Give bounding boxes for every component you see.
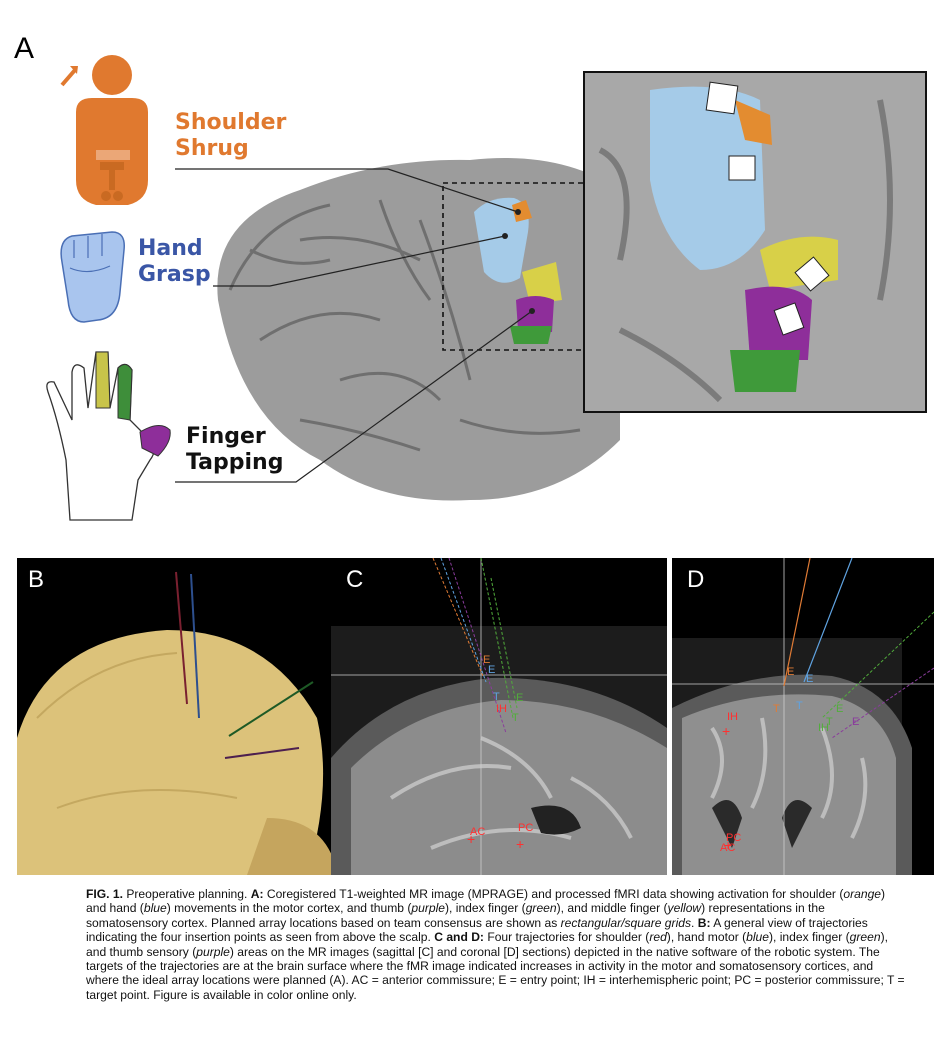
c-ih-marker: IH <box>496 703 507 715</box>
svg-text:+: + <box>516 836 524 852</box>
caption-b-label: B: <box>697 915 711 930</box>
c-entry-orange: E <box>483 654 491 666</box>
d-pc-label: PC <box>726 832 742 844</box>
caption-text-cd2: ), hand motor ( <box>666 930 747 945</box>
d-entry-purple: E <box>852 716 860 728</box>
hand-label-line1: Hand <box>138 236 203 261</box>
figure-caption: FIG. 1. Preoperative planning. A: Coregi… <box>86 887 906 1002</box>
svg-text:+: + <box>724 837 732 853</box>
caption-text-cd1: Four trajectories for shoulder ( <box>483 930 650 945</box>
hand-label-line2: Grasp <box>138 262 211 287</box>
caption-text-a4: ), index finger ( <box>445 901 526 916</box>
finger-label-line2: Tapping <box>186 450 284 475</box>
brain-surface <box>217 158 621 501</box>
caption-green: green <box>525 901 557 916</box>
shoulder-label-line1: Shoulder <box>175 110 287 135</box>
finger-tapping-hand-icon <box>46 351 171 521</box>
caption-yellow: yellow <box>667 901 702 916</box>
d-ac-label: AC <box>720 842 736 854</box>
hand-grasp-label: Hand Grasp <box>138 236 211 288</box>
caption-text-a5: ), and middle finger ( <box>556 901 668 916</box>
d-ih-green: IH <box>818 722 829 734</box>
panel-c-letter: C <box>346 566 364 593</box>
panel-a-letter: A <box>14 32 35 65</box>
d-target-blue: T <box>796 700 803 712</box>
panel-d-letter: D <box>687 566 705 593</box>
caption-text-cd5: ) areas on the MR images (sagittal [C] a… <box>86 944 905 1002</box>
caption-text-a2: ) and hand ( <box>86 887 886 916</box>
svg-text:+: + <box>467 831 475 847</box>
caption-text-a6: ) representations in the somatosensory c… <box>86 901 825 930</box>
caption-blue: blue <box>143 901 167 916</box>
caption-orange: orange <box>843 887 882 901</box>
panel-b-letter: B <box>28 566 45 593</box>
caption-text-cd4: ), and thumb sensory ( <box>86 930 888 959</box>
d-entry-blue: E <box>806 673 814 685</box>
caption-a-label: A: <box>250 887 264 901</box>
caption-text-s1: Preoperative planning. <box>122 887 251 901</box>
c-target-green: T <box>512 712 519 724</box>
panel-a-illustration <box>46 55 927 521</box>
caption-rect: rectangular/square grids <box>560 915 692 930</box>
caption-fig-label: FIG. 1. <box>86 887 123 901</box>
panel-d-coronal-mri: + + <box>672 558 934 875</box>
svg-text:+: + <box>722 723 730 739</box>
finger-tapping-label: Finger Tapping <box>186 424 283 476</box>
hand-grasp-icon <box>60 231 125 323</box>
caption-text-b1: A general view of trajectories indicatin… <box>86 915 868 945</box>
caption-purple2: purple <box>196 944 230 959</box>
caption-text-cd3: ), index finger ( <box>768 930 850 945</box>
caption-text-a1: Coregistered T1-weighted MR image (MPRAG… <box>263 887 844 901</box>
d-target-green: T <box>826 716 833 728</box>
shoulder-figure-icon <box>60 55 148 205</box>
panel-b-head-render <box>17 558 340 875</box>
c-entry-blue: E <box>488 664 496 676</box>
caption-blue2: blue <box>746 930 769 945</box>
c-entry-green: E <box>516 692 524 704</box>
c-ac-label: AC <box>470 826 486 838</box>
caption-cd-label: C and D: <box>434 930 484 945</box>
c-target-blue: T <box>493 691 500 703</box>
brain-zoom-inset <box>583 71 927 413</box>
caption-red: red <box>649 930 667 945</box>
shoulder-label-line2: Shrug <box>175 136 249 161</box>
caption-text-a3: ) movements in the motor cortex, and thu… <box>166 901 412 916</box>
c-pc-label: PC <box>518 822 534 834</box>
d-entry-green: E <box>836 703 844 715</box>
caption-text-a7: . <box>691 915 698 930</box>
d-entry-orange: E <box>787 666 795 678</box>
caption-green2: green <box>849 930 881 945</box>
panel-c-sagittal-mri: + + <box>331 558 667 875</box>
caption-purple: purple <box>411 901 446 916</box>
finger-label-line1: Finger <box>186 424 266 449</box>
shoulder-shrug-label: Shoulder Shrug <box>175 110 286 162</box>
d-ih-marker: IH <box>727 711 738 723</box>
d-target-orange: T <box>773 703 780 715</box>
